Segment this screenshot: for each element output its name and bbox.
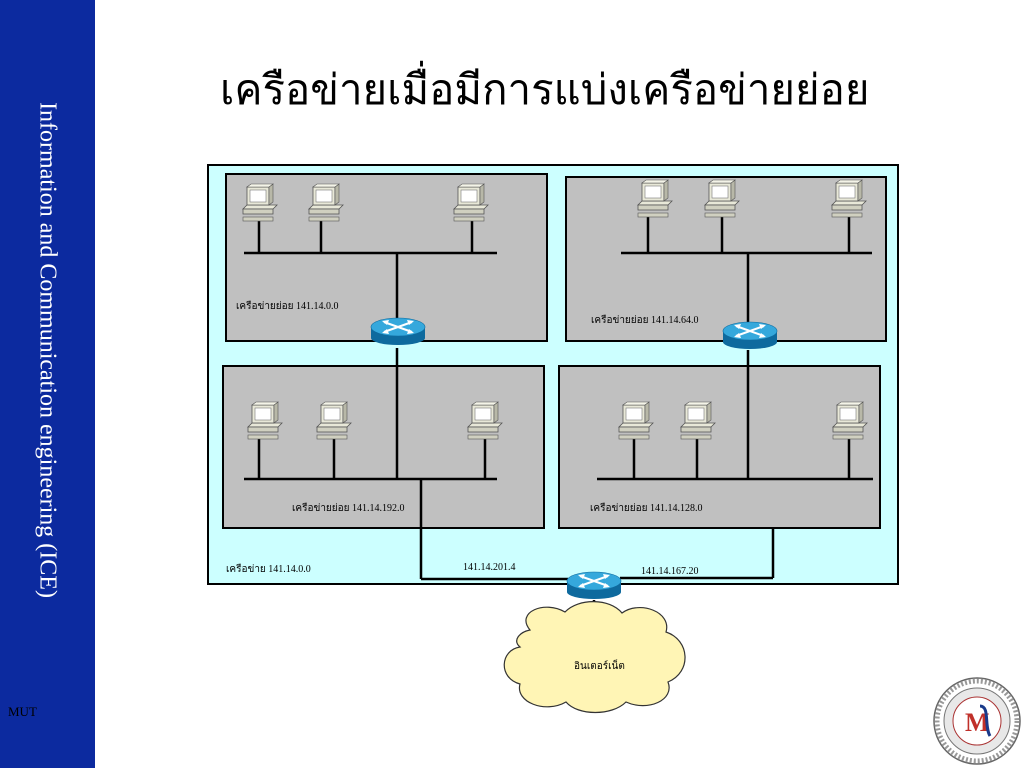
sidebar: Information and Communication engineerin… xyxy=(0,0,95,768)
router-icon xyxy=(370,317,426,346)
router-address-label: 141.14.201.4 xyxy=(463,562,516,573)
network-label: เครือข่าย 141.14.0.0 xyxy=(226,563,311,575)
subnet-box xyxy=(225,173,548,342)
router-icon xyxy=(722,321,778,350)
subnet-label: เครือข่ายย่อย 141.14.0.0 xyxy=(236,300,339,312)
subnet-label: เครือข่ายย่อย 141.14.64.0 xyxy=(591,314,699,326)
subnet-box xyxy=(558,365,881,529)
subnet-label: เครือข่ายย่อย 141.14.192.0 xyxy=(292,502,405,514)
internet-label: อินเตอร์เน็ต xyxy=(574,658,625,672)
slide-title: เครือข่ายเมื่อมีการแบ่งเครือข่ายย่อย xyxy=(220,68,870,114)
sidebar-footer: MUT xyxy=(8,704,37,719)
university-logo: M xyxy=(933,677,1021,765)
internet-cloud-icon xyxy=(503,601,686,713)
subnet-label: เครือข่ายย่อย 141.14.128.0 xyxy=(590,502,703,514)
router-icon xyxy=(566,571,622,600)
subnet-box xyxy=(222,365,545,529)
router-address-label: 141.14.167.20 xyxy=(641,566,699,577)
